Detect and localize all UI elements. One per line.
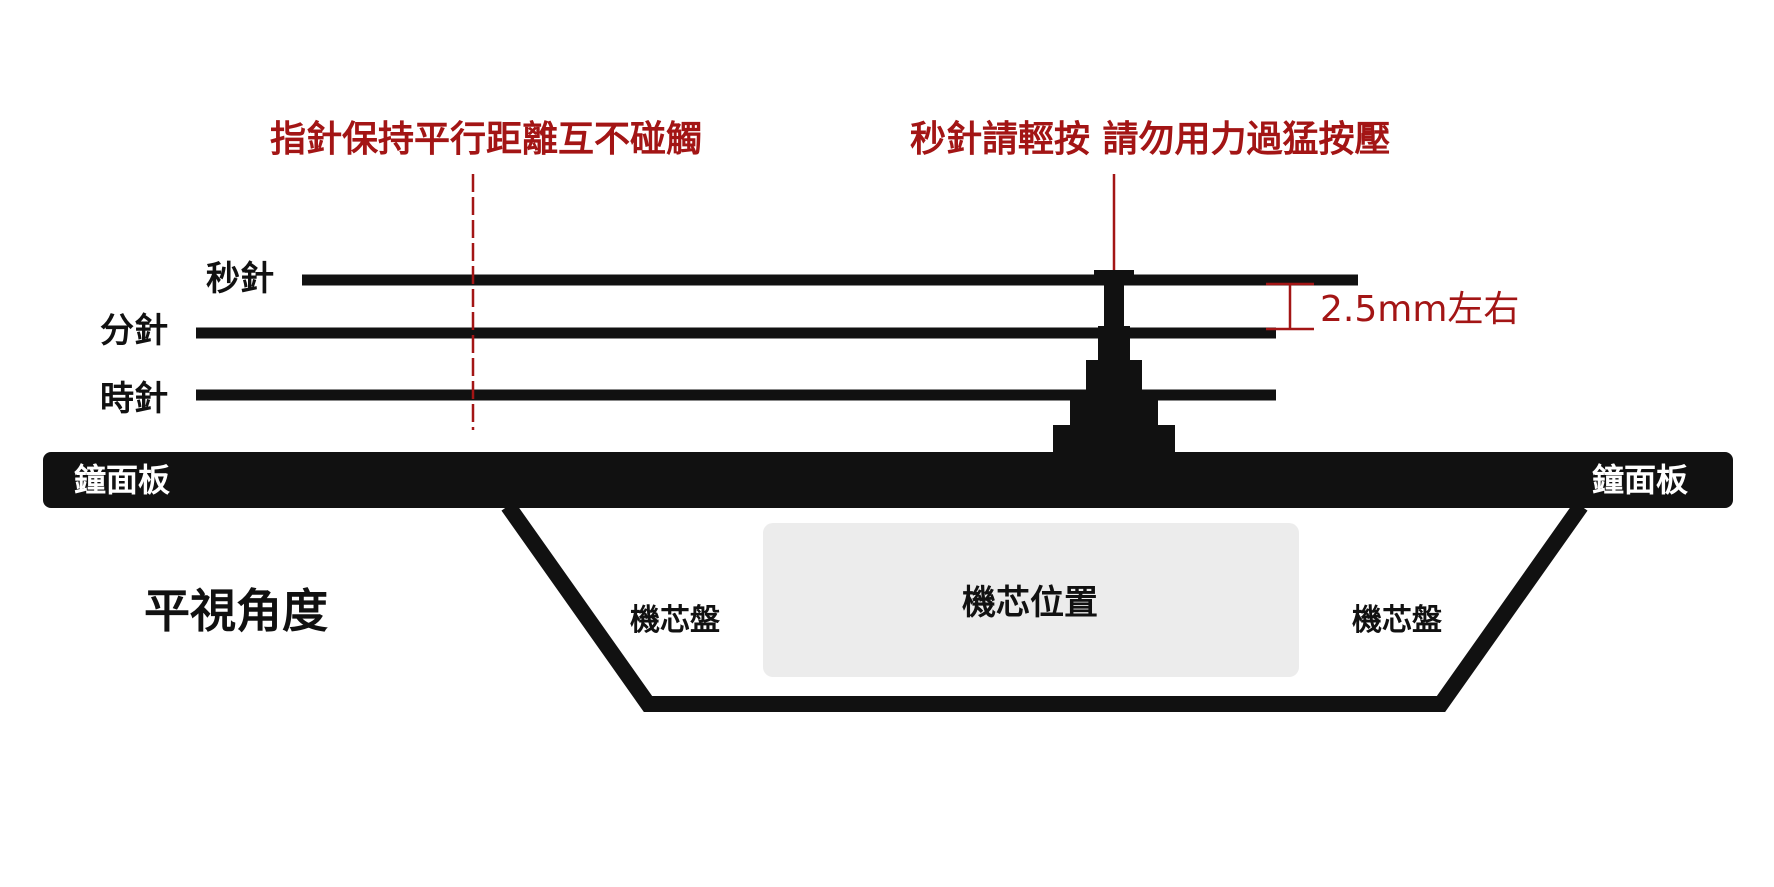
dial-board-label-left: 鐘面板 (74, 461, 171, 499)
dial-board-label-right: 鐘面板 (1592, 461, 1689, 499)
second-hand-label: 秒針 (206, 259, 274, 299)
movement-position-label: 機芯位置 (962, 583, 1098, 623)
view-angle-label: 平視角度 (144, 584, 328, 638)
dial-board (43, 452, 1733, 508)
hand-post-stem (1104, 282, 1124, 328)
movement-position-box (763, 523, 1299, 677)
press-note: 秒針請輕按 請勿用力過猛按壓 (910, 119, 1391, 160)
hand-post-base (1053, 425, 1175, 455)
movement-plate-label-left: 機芯盤 (630, 603, 720, 638)
parallel-note: 指針保持平行距離互不碰觸 (270, 119, 703, 160)
minute-hand-label: 分針 (100, 311, 168, 351)
hand-post-step-2 (1086, 360, 1142, 394)
movement-plate-outline (501, 501, 1588, 712)
gap-note: 2.5mm左右 (1320, 289, 1520, 330)
hour-hand-label: 時針 (100, 379, 168, 419)
movement-plate-label-right: 機芯盤 (1352, 603, 1442, 638)
